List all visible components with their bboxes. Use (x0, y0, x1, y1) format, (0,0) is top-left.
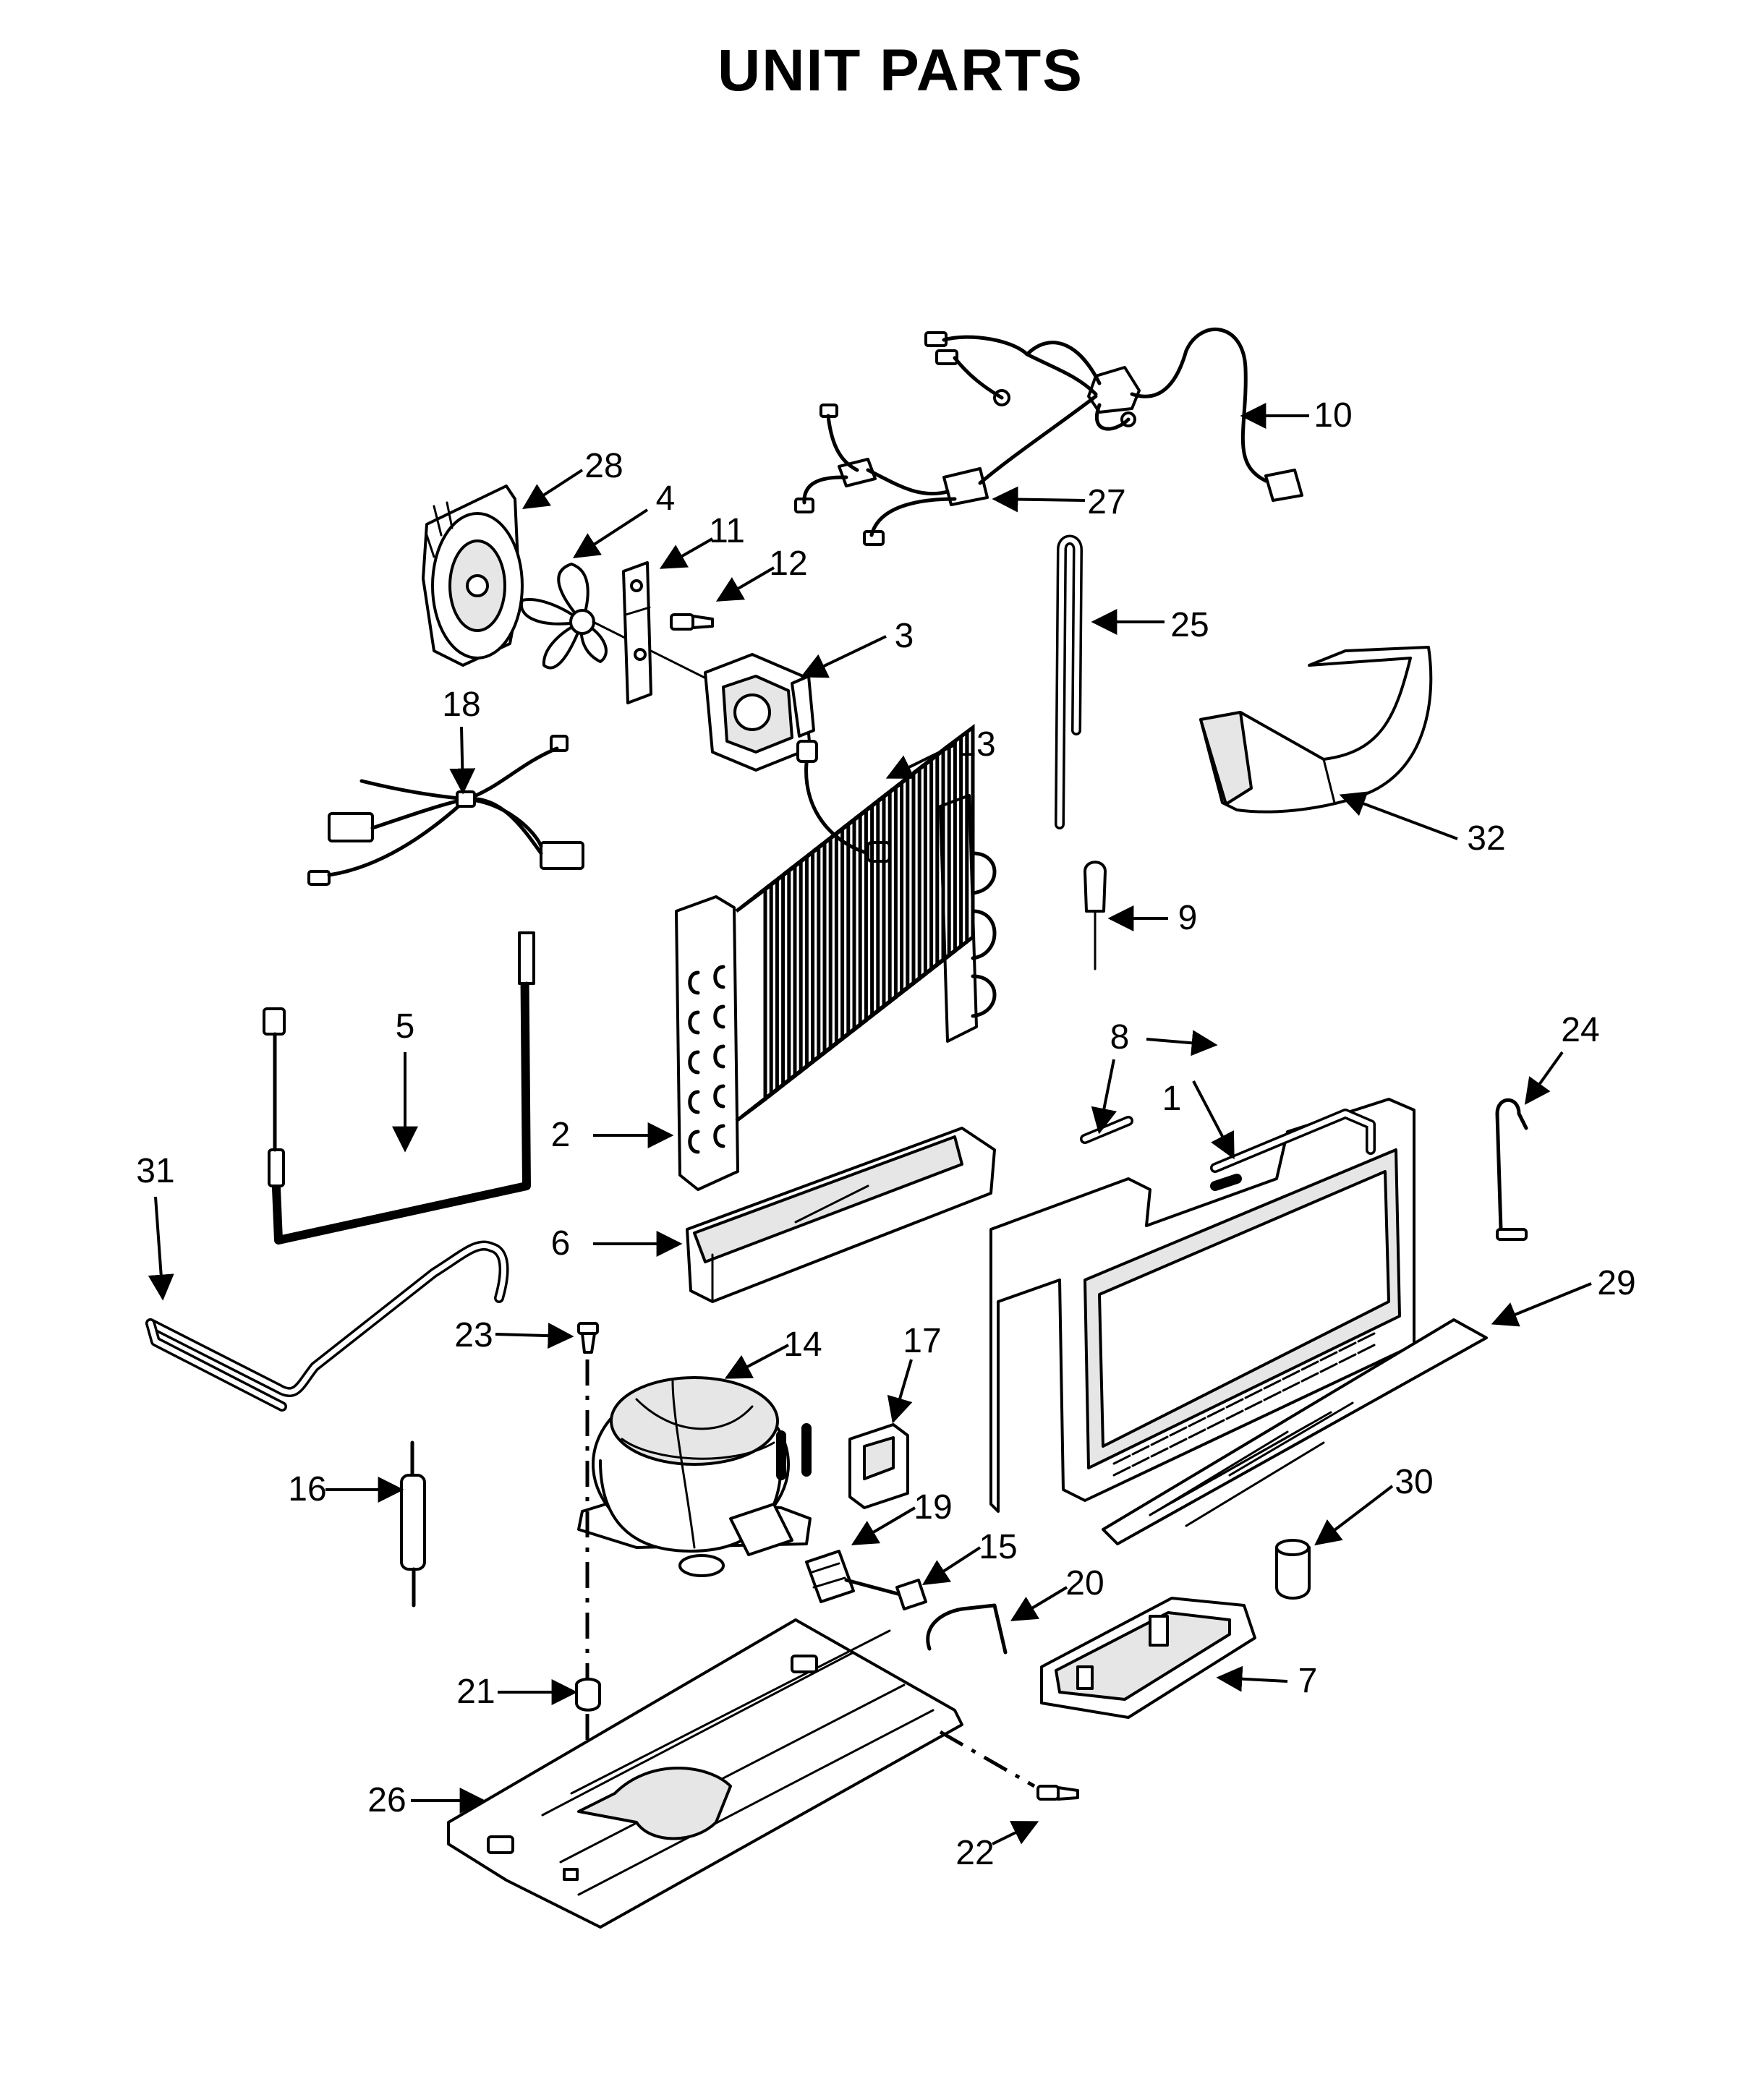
part-capacitor (1275, 1539, 1311, 1600)
part-sensor-wire-5 (263, 931, 535, 1245)
part-filter-drier (400, 1440, 426, 1608)
callout-labels: 1 2 3 4 5 6 7 8 9 10 11 12 13 14 15 16 1… (136, 396, 1635, 1872)
callout-16: 16 (288, 1470, 326, 1508)
part-overload (895, 1579, 927, 1610)
callout-1: 1 (1162, 1080, 1182, 1118)
callout-15: 15 (979, 1528, 1017, 1566)
part-drain-pan (686, 1127, 996, 1303)
callout-leader (715, 566, 775, 602)
part-fan-motor (704, 653, 815, 772)
callout-29: 29 (1597, 1264, 1635, 1302)
part-wire-harness-27 (794, 394, 1098, 546)
part-liner-frame (989, 1098, 1415, 1513)
callout-20: 20 (1065, 1564, 1104, 1602)
callout-leader (1192, 1080, 1235, 1160)
part-screw-23 (577, 1322, 599, 1354)
callout-28: 28 (584, 447, 623, 485)
callout-25: 25 (1170, 606, 1209, 644)
part-grommet (575, 1678, 601, 1712)
callout-leader (1491, 1282, 1592, 1327)
callout-23: 23 (454, 1316, 493, 1354)
part-fan-shroud (422, 485, 524, 667)
callout-12: 12 (769, 545, 807, 583)
callout-27: 27 (1087, 483, 1125, 521)
page-title: UNIT PARTS (718, 38, 1084, 103)
part-heater-wire-25 (1055, 534, 1083, 829)
callout-leader (1524, 1051, 1564, 1105)
assembly-line-22 (939, 1730, 1036, 1788)
part-air-duct (1199, 646, 1433, 814)
callout-8: 8 (1110, 1018, 1130, 1057)
callout-22: 22 (955, 1834, 994, 1872)
callout-26: 26 (367, 1781, 406, 1819)
callout-leader (724, 1344, 789, 1379)
callout-leader (148, 1196, 174, 1301)
callout-17: 17 (903, 1322, 941, 1360)
callout-leader (495, 1323, 574, 1349)
part-evaporator-cover (1102, 1318, 1488, 1545)
part-base-plate (447, 1618, 963, 1929)
callout-19: 19 (914, 1488, 952, 1527)
callout-leader (1216, 1665, 1288, 1692)
callout-31: 31 (136, 1152, 174, 1190)
callout-leaders (148, 403, 1592, 1845)
callout-leader (521, 469, 584, 509)
part-sensor-9 (1084, 861, 1107, 970)
callout-13: 13 (957, 725, 995, 764)
part-relay-cover (848, 1423, 909, 1509)
callout-leader (992, 486, 1086, 513)
part-screw-12 (670, 613, 714, 631)
callout-3: 3 (895, 617, 914, 655)
part-start-relay (805, 1550, 903, 1603)
callout-leader (885, 743, 955, 779)
callout-leader (851, 1506, 916, 1545)
callout-10: 10 (1314, 396, 1352, 435)
part-clip-24 (1495, 1098, 1528, 1241)
callout-6: 6 (551, 1224, 571, 1263)
callout-leader (921, 1546, 982, 1585)
callout-9: 9 (1178, 899, 1198, 937)
part-wire-20 (926, 1603, 1008, 1655)
callout-7: 7 (1298, 1662, 1318, 1700)
callout-21: 21 (456, 1673, 495, 1711)
callout-leader (887, 1359, 913, 1424)
part-defrost-heater-31 (145, 1240, 509, 1412)
callout-4: 4 (656, 479, 676, 518)
part-water-tray (1040, 1597, 1256, 1719)
callout-30: 30 (1395, 1463, 1433, 1501)
callout-2: 2 (551, 1116, 571, 1154)
callout-32: 32 (1467, 819, 1505, 858)
callout-18: 18 (442, 686, 480, 724)
callout-leader (800, 635, 887, 678)
part-screw-22 (1036, 1785, 1079, 1801)
callout-leader (659, 537, 713, 569)
part-tube-8 (1210, 1174, 1242, 1191)
part-fan-blade (519, 563, 710, 681)
callout-leader (1091, 1059, 1117, 1135)
part-motor-bracket (622, 561, 652, 704)
part-wire-harness-18 (307, 735, 584, 886)
callout-leader (449, 726, 476, 795)
callout-leader (1314, 1485, 1394, 1546)
part-condenser (675, 724, 997, 1191)
callout-leader (1146, 1030, 1218, 1057)
callout-leader (1010, 1586, 1068, 1621)
part-wire-harness-10 (924, 327, 1303, 502)
callout-leader (992, 1821, 1039, 1845)
callout-leader (572, 508, 649, 558)
callout-14: 14 (783, 1326, 822, 1364)
callout-11: 11 (709, 512, 745, 550)
part-compressor (577, 1376, 812, 1577)
callout-24: 24 (1561, 1011, 1599, 1049)
callout-leader (1339, 791, 1458, 840)
callout-5: 5 (396, 1007, 415, 1046)
